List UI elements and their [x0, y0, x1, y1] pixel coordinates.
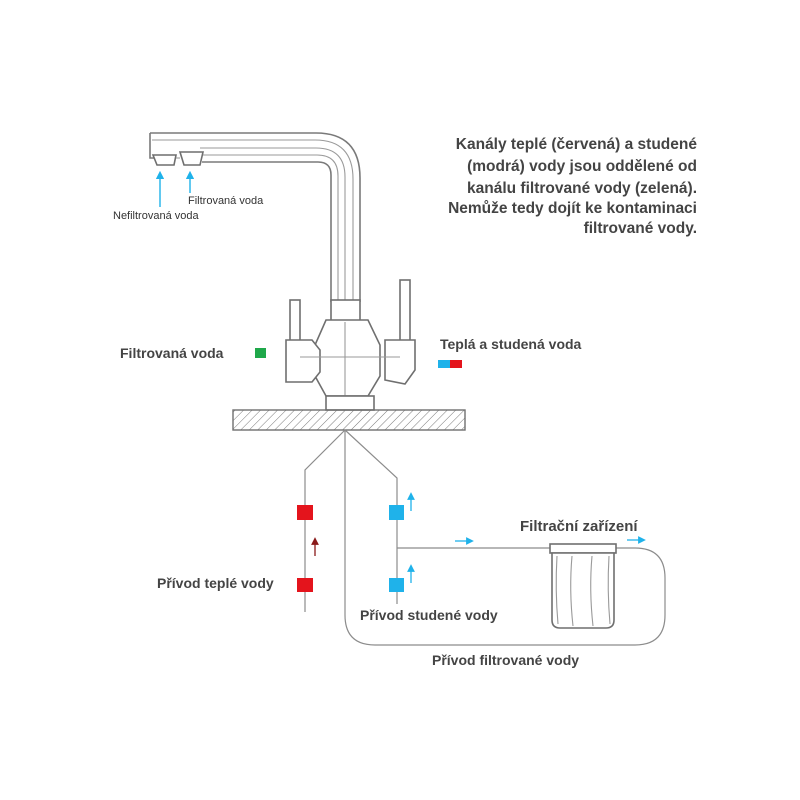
spout-outer-top [150, 132, 361, 302]
hot-valve-marker [297, 505, 313, 520]
faucet-body [285, 279, 416, 411]
left-handle [289, 299, 301, 347]
right-valve-boss [384, 339, 416, 385]
supply-pipes [304, 429, 666, 646]
cold-supply-pipe [344, 429, 398, 604]
filter-housing [551, 552, 615, 629]
hot-water-swatch [450, 360, 462, 368]
cold-supply-label: Přívod studené vody [360, 607, 498, 623]
filtered-nozzle [178, 151, 205, 166]
spout-filtered-label: Filtrovaná voda [188, 195, 264, 207]
left-valve-boss [285, 339, 321, 383]
filtered-water-swatch [255, 348, 266, 358]
faucet-spout [149, 132, 361, 302]
description-line: filtrované vody. [584, 220, 697, 237]
spout-inner-line [202, 154, 339, 302]
cold-valve-marker [389, 578, 404, 592]
description-line: Nemůže tedy dojít ke kontaminaci [448, 200, 697, 217]
cold-valve-marker [389, 505, 404, 520]
cold-water-swatch [438, 360, 450, 368]
description-line: kanálu filtrované vody (zelená). [467, 180, 697, 197]
unfiltered-nozzle [151, 154, 177, 166]
description-line: (modrá) vody jsou oddělené od [467, 158, 697, 175]
filter-cartridge [590, 555, 594, 627]
description-block: Kanály teplé (červená) a studené (modrá)… [448, 136, 697, 237]
body-center [314, 319, 381, 397]
filter-device-label: Filtrační zařízení [520, 518, 638, 535]
spout-inner-line [200, 147, 346, 302]
filter-cartridge [555, 555, 559, 625]
right-handle [399, 279, 411, 343]
spout-outer-bottom [202, 161, 332, 302]
hot-cold-water-label: Teplá a studená voda [440, 336, 582, 352]
faucet-base [325, 395, 375, 411]
filtered-supply-label: Přívod filtrované vody [432, 652, 579, 668]
filter-head [549, 543, 617, 554]
filter-cartridge [570, 555, 574, 627]
spout-inner-line [152, 139, 354, 302]
hot-valve-marker [297, 578, 313, 592]
filtered-supply-loop [344, 430, 666, 646]
body-neck [330, 299, 361, 323]
description-line: Kanály teplé (červená) a studené [456, 136, 698, 153]
countertop [232, 409, 466, 431]
hot-supply-pipe [304, 429, 346, 612]
spout-unfiltered-label: Nefiltrovaná voda [113, 210, 199, 222]
filtered-water-label: Filtrovaná voda [120, 345, 224, 361]
hot-supply-label: Přívod teplé vody [157, 575, 274, 591]
filter-device [549, 543, 617, 629]
filter-cartridge [607, 555, 611, 625]
